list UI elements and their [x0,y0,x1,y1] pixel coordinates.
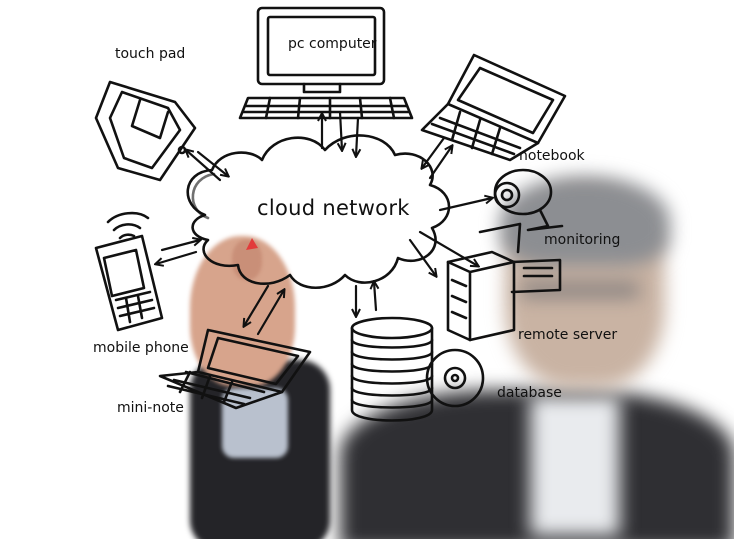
mobile-phone-icon [94,211,164,332]
remote-server-icon [446,222,562,342]
cloud-network-label: cloud network [257,196,410,220]
pen-tip [246,238,258,250]
monitoring-camera-icon [493,168,564,232]
touch-pad-icon [94,80,197,182]
database-label: database [497,385,562,401]
pc-computer-label: pc computer [288,36,377,52]
connector-arrows [156,110,492,336]
person-cuff [222,388,288,458]
touch-pad-label: touch pad [115,46,186,62]
person-glasses [520,282,640,298]
notebook-label: notebook [519,148,585,164]
pc-computer-icon [238,6,414,120]
mini-note-icon [158,328,312,410]
person-shirt-collar [530,396,620,536]
monitoring-label: monitoring [544,232,621,248]
notebook-icon [420,53,567,162]
database-icon [350,316,485,422]
mobile-phone-label: mobile phone [93,340,189,356]
cloud-shape [186,134,451,289]
mini-note-label: mini-note [117,400,184,416]
person-hair [500,176,670,266]
remote-server-label: remote server [518,327,618,343]
